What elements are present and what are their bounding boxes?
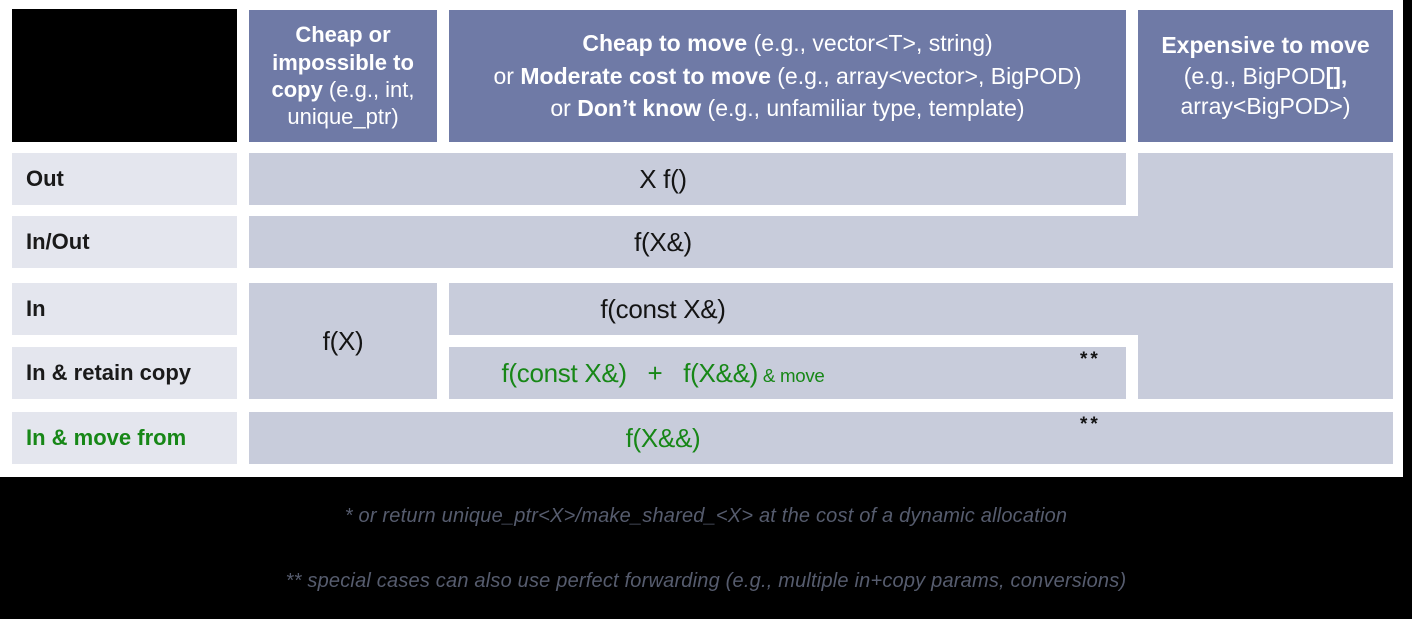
footnote-marker-retain-copy: **	[1080, 349, 1101, 370]
cell-text-retain-copy-signature: f(const X&) + f(X&&) & move	[501, 357, 825, 388]
cell-text-in-cheap-copy-signature: f(X)	[322, 325, 364, 356]
row-label-in-out: In/Out	[12, 216, 237, 268]
cell-block-retain-copy-row	[449, 347, 1126, 399]
cell-block-expensive-in-retain	[1138, 283, 1393, 399]
cell-block-inout-row	[249, 216, 1393, 268]
footnote-double-star: ** special cases can also use perfect fo…	[285, 570, 1127, 592]
top-left-black-box	[12, 9, 237, 142]
row-label-in-move-from: In & move from	[12, 412, 237, 464]
cell-block-in-cheap-copy	[249, 283, 437, 399]
footnote-marker-move-from: **	[1080, 414, 1101, 435]
cell-text-inout-signature: f(X&)	[634, 226, 692, 257]
cell-text-move-from-signature: f(X&&)	[625, 422, 701, 453]
row-label-in-retain-copy: In & retain copy	[12, 347, 237, 399]
column-header-expensive-to-move: Expensive to move(e.g., BigPOD[],array<B…	[1138, 10, 1393, 142]
footnote-single-star: * or return unique_ptr<X>/make_shared_<X…	[344, 505, 1068, 527]
right-edge-black-bar	[1403, 0, 1412, 619]
row-label-in: In	[12, 283, 237, 335]
row-label-out: Out	[12, 153, 237, 205]
column-header-cheap-or-impossible-to-copy: Cheap or impossible to copy (e.g., int, …	[249, 10, 437, 142]
cell-block-move-from-row	[249, 412, 1393, 464]
cell-text-in-signature: f(const X&)	[600, 293, 726, 324]
column-header-cheap-moderate-dont-know: Cheap to move (e.g., vector<T>, string)o…	[449, 10, 1126, 142]
cell-block-out-row	[249, 153, 1126, 205]
footnotes-panel	[0, 477, 1412, 619]
cell-text-out-signature: X f()	[639, 163, 687, 194]
